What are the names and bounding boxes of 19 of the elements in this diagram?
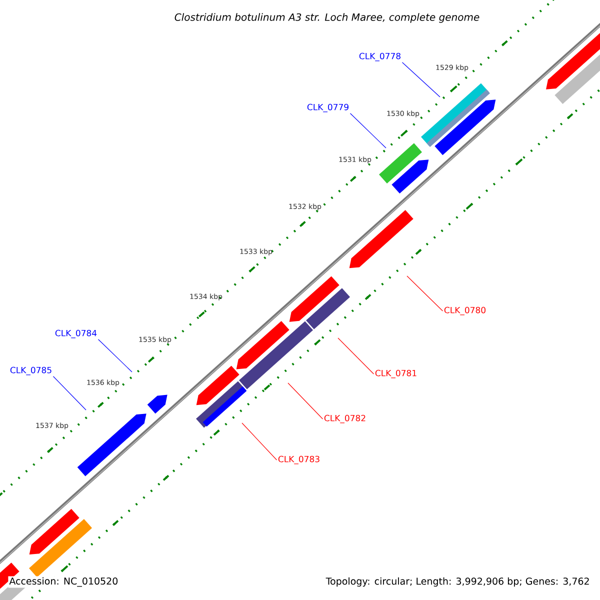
gene-label: CLK_0785 — [10, 366, 52, 376]
title: Clostridium botulinum A3 str. Loch Maree, complete genome — [172, 12, 482, 24]
leader-line — [288, 382, 324, 420]
leader-line — [52, 376, 86, 410]
gene-label: CLK_0782 — [324, 414, 366, 424]
leader-line — [242, 422, 278, 460]
gene-label: CLK_0778 — [359, 52, 400, 62]
leader-line — [338, 338, 374, 374]
gene-label: CLK_0784 — [55, 330, 97, 338]
leader-line — [406, 276, 444, 312]
leader-line — [350, 113, 386, 148]
leader-line — [98, 339, 132, 372]
gene-label: CLK_0781 — [375, 370, 416, 378]
accession-text: Accession: NC_010520 — [8, 576, 120, 588]
gene-label: CLK_0779 — [307, 104, 348, 112]
gene-label: CLK_0780 — [444, 306, 486, 316]
leader-line — [402, 62, 440, 98]
gene-label: CLK_0783 — [278, 456, 320, 464]
genome-info-text: Topology: circular; Length: 3,992,906 bp; Genes: 3,762 — [324, 576, 591, 588]
